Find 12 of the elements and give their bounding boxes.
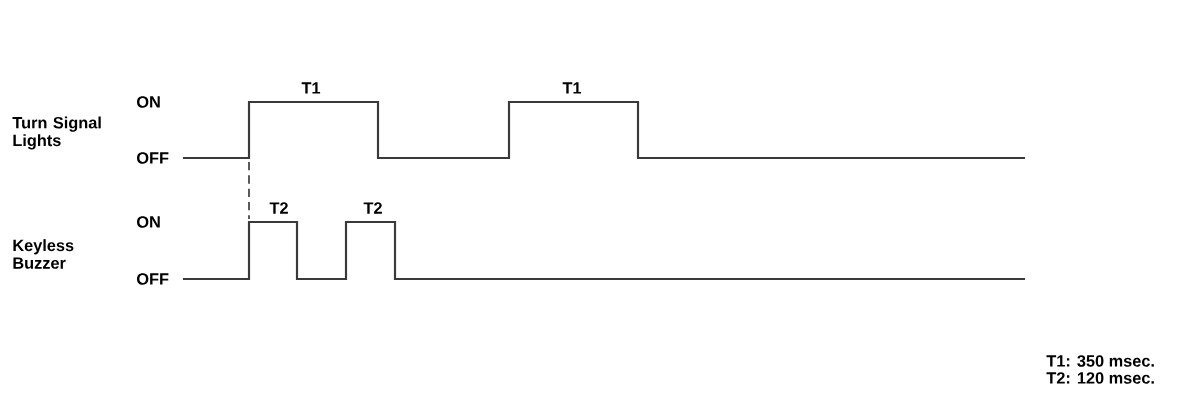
time-label: T2 — [363, 202, 382, 214]
time-label: T1 — [301, 82, 321, 94]
state-label: ON — [137, 216, 160, 228]
state-label: OFF — [137, 273, 169, 285]
time-label: T1 — [562, 82, 582, 94]
state-label: ON — [137, 96, 160, 108]
note: T2: 120 msec. — [1046, 372, 1154, 384]
state-label: OFF — [137, 152, 169, 164]
signal-label: Keyless Buzzer — [13, 239, 74, 269]
time-label: T2 — [269, 202, 288, 214]
signal-label: Turn Signal Lights — [12, 116, 101, 150]
note: T1: 350 msec. — [1046, 355, 1154, 367]
